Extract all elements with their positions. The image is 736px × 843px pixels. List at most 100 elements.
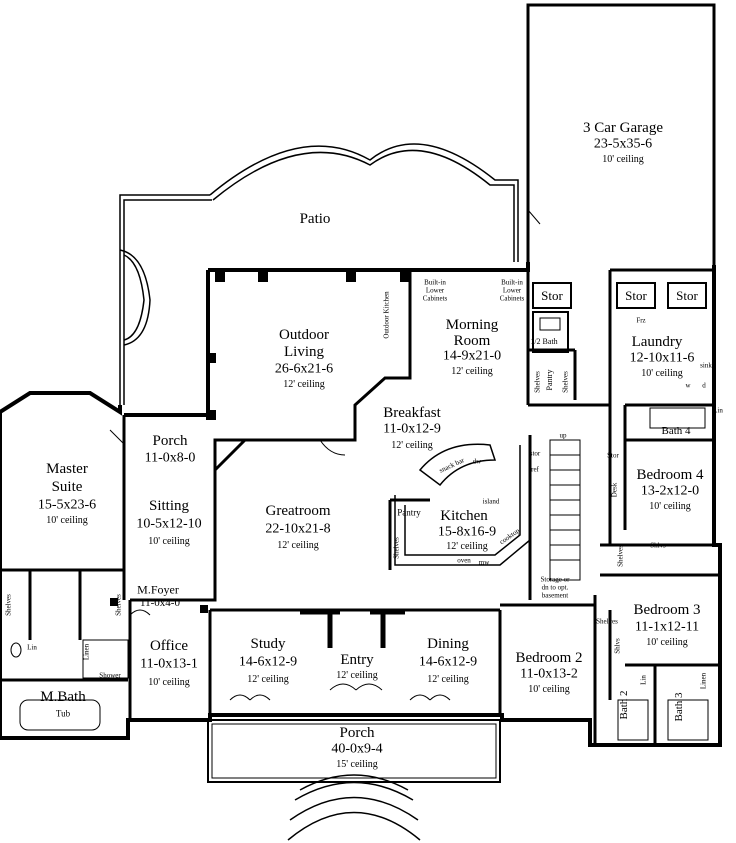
entry-ceiling: 12' ceiling [336,669,378,681]
builtin-left-1: Built-in [424,278,446,287]
pantry-kitchen-label: Pantry [397,507,421,518]
bedroom4-name: Bedroom 4 [636,467,704,484]
stairs-up-label: up [559,431,567,440]
patio-name: Patio [299,211,331,228]
sitting-name: Sitting [148,498,190,515]
lin-label-bath4: Lin [713,406,723,415]
builtin-right-2: Lower [502,286,522,295]
sitting-ceiling: 10' ceiling [148,535,190,547]
breakfast-name: Breakfast [383,405,441,422]
shelves-label-2: Shelves [561,371,570,393]
entry-name: Entry [340,652,374,669]
greatroom-ceiling: 12' ceiling [277,539,319,551]
mw-label: mw [478,558,490,567]
stor-label-3: Stor [676,288,698,304]
shelves-kitchen-label: Shelves [392,537,401,559]
storage-label-3: basement [541,591,569,600]
greatroom-dims: 22-10x21-8 [265,521,331,537]
bedroom2-dims: 11-0x13-2 [520,666,578,682]
morning-room-name1: Morning [445,317,499,334]
stor-label-2: Stor [625,288,647,304]
outdoor-living-name1: Outdoor [279,327,329,344]
front-porch [207,719,501,841]
frz-label: Frz [636,316,646,325]
garage-walls [526,3,716,265]
pantry-label-1: Pantry [544,369,554,391]
breakfast-dims: 11-0x12-9 [383,421,441,437]
m-bath-name: M.Bath [40,689,86,706]
builtin-right-1: Built-in [501,278,523,287]
oven-label: oven [457,556,471,565]
desk-label: Desk [610,482,619,498]
m-foyer-name: M.Foyer [137,582,179,597]
shelves-label-3: Shelves [616,545,625,567]
porch-side-name: Porch [152,433,188,450]
kitchen-dims: 15-8x16-9 [437,524,497,540]
porch-front-name: Porch [339,725,375,742]
master-suite-ceiling: 10' ceiling [46,514,88,526]
master-suite-dims: 15-5x23-6 [37,497,97,513]
kitchen-name: Kitchen [440,508,488,525]
shlvs-label-1: Shlvs [650,541,666,550]
stairs [549,439,581,581]
ref-label: ref [531,465,539,474]
laundry-dims: 12-10x11-6 [629,350,695,366]
builtin-left-3: Cabinets [422,294,448,303]
half-bath-label: 1/2 Bath [530,336,558,346]
garage-name: 3 Car Garage [583,120,663,137]
shower-label: Shower [99,671,121,680]
laundry-ceiling: 10' ceiling [641,367,683,379]
stor-small-label: Stor [607,451,619,460]
outdoor-kitchen-label: Outdoor Kitchen [382,291,391,339]
master-suite-name2: Suite [51,479,83,496]
morning-room-dims: 14-9x21-0 [442,348,502,364]
bedroom3-name: Bedroom 3 [633,602,701,619]
bath4-name: Bath 4 [661,425,691,438]
dining-ceiling: 12' ceiling [427,673,469,685]
porch-front-dims: 40-0x9-4 [331,741,383,757]
outdoor-living-name2: Living [284,344,324,361]
builtin-left-2: Lower [425,286,445,295]
bedroom2-name: Bedroom 2 [515,650,583,667]
sitting-dims: 10-5x12-10 [136,516,202,532]
kitchen-ceiling: 12' ceiling [446,540,488,552]
lin-mbath-label: Lin [27,643,37,652]
outdoor-living-columns [110,272,410,613]
dining-dims: 14-6x12-9 [418,654,478,670]
stor-kitchen-label: stor [529,449,541,458]
storage-closets [532,282,707,353]
bedroom3-ceiling: 10' ceiling [646,636,688,648]
office-name: Office [149,638,189,655]
master-suite-name1: Master [46,461,88,478]
bath-fixtures [10,317,709,741]
patio-outline [119,143,519,405]
morning-room-name2: Room [453,333,491,350]
outdoor-living-ceiling: 12' ceiling [283,378,325,390]
study-ceiling: 12' ceiling [247,673,289,685]
storage-label-2: dn to opt. [541,583,569,592]
lin-label-bath2: Lin [639,675,648,685]
breakfast-ceiling: 12' ceiling [391,439,433,451]
porch-side-dims: 11-0x8-0 [144,450,196,466]
entry-columns [300,609,405,648]
tub-label: Tub [55,708,71,719]
shlvs-label-2: Shlvs [613,638,622,654]
outdoor-living-dims: 26-6x21-6 [274,361,334,377]
garage-ceiling: 10' ceiling [602,153,644,165]
linen-label-bath3: Linen [699,672,708,690]
storage-label-1: Storage or [540,575,570,584]
study-name: Study [250,636,286,653]
m-foyer-dims: 11-0x4-0 [140,597,180,610]
doors [109,429,451,701]
sink-label: sink [700,361,712,370]
office-dims: 11-0x13-1 [140,656,198,672]
study-dims: 14-6x12-9 [238,654,298,670]
shelves-label-1: Shelves [533,371,542,393]
bath3-name: Bath 3 [673,692,686,722]
dining-name: Dining [427,636,469,653]
dryer-label: d [702,381,706,390]
bedroom4-ceiling: 10' ceiling [649,500,691,512]
laundry-name: Laundry [631,334,683,351]
